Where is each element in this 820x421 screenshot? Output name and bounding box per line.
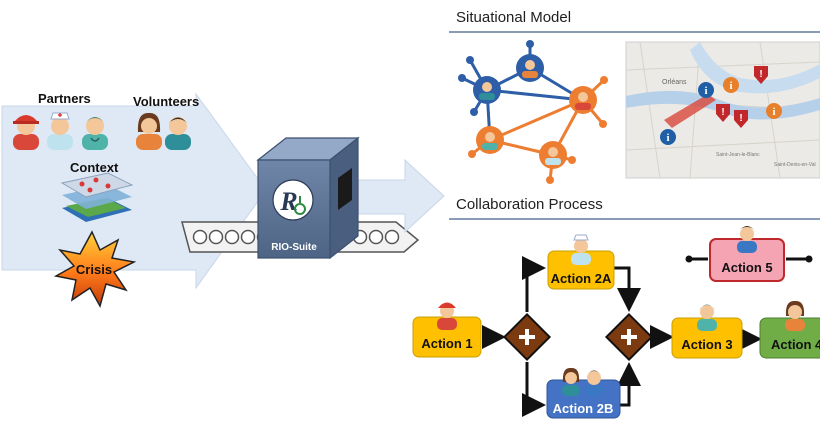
situational-model-title: Situational Model — [456, 9, 571, 26]
volunteer-man-avatar-icon — [737, 226, 757, 253]
svg-text:!: ! — [759, 69, 762, 80]
map-alert-marker-icon: ! — [716, 104, 730, 122]
parallel-split-gateway — [502, 312, 552, 362]
svg-text:!: ! — [739, 113, 742, 124]
action-2b-task: Action 2B — [546, 379, 621, 419]
action-2a-label: Action 2A — [551, 271, 612, 286]
crisis-explosion-icon — [53, 230, 137, 308]
action-1-task: Action 1 — [412, 316, 482, 358]
rio-suite-label: RIO-Suite — [271, 242, 317, 253]
svg-text:i: i — [704, 85, 707, 97]
action-3-label: Action 3 — [681, 337, 732, 352]
map-info-marker-icon: i — [723, 77, 739, 93]
action-4-label: Action 4 — [771, 337, 820, 352]
rio-logo-letter: R — [279, 187, 297, 216]
nurse-avatar-icon — [47, 112, 73, 150]
action-2b-label: Action 2B — [553, 401, 614, 416]
rio-suite-machine: R RIO-Suite — [256, 136, 360, 260]
action-2a-task: Action 2A — [547, 250, 615, 290]
firefighter-avatar-icon — [437, 302, 457, 330]
firefighter-avatar-icon — [13, 115, 39, 150]
action-5-label: Action 5 — [721, 260, 772, 275]
map-town-label-2: Saint-Denis-en-Val — [774, 162, 816, 168]
crisis-label: Crisis — [76, 262, 112, 277]
context-label: Context — [70, 160, 119, 175]
map-info-marker-icon: i — [766, 103, 782, 119]
paramedic-avatar-icon — [697, 304, 717, 331]
partners-label: Partners — [38, 91, 91, 106]
nurse-avatar-icon — [571, 234, 591, 265]
map-alert-marker-icon: ! — [734, 110, 748, 128]
map-town-label-1: Saint-Jean-le-Blanc — [716, 152, 760, 158]
svg-text:i: i — [666, 132, 669, 144]
volunteer-man-avatar-icon — [165, 117, 191, 150]
situational-network-graph — [458, 40, 608, 184]
map-info-marker-icon: i — [660, 129, 676, 145]
paramedic-avatar-icon — [82, 117, 108, 150]
volunteer-woman-avatar-icon — [785, 300, 805, 331]
svg-text:i: i — [772, 106, 775, 118]
action-1-label: Action 1 — [421, 336, 472, 351]
rio-logo-icon — [272, 179, 314, 221]
collaboration-process-title: Collaboration Process — [456, 196, 603, 213]
volunteers-label: Volunteers — [133, 94, 199, 109]
action5-end-dot — [805, 255, 813, 263]
action-4-task: Action 4 — [759, 317, 820, 359]
parallel-join-gateway — [604, 312, 654, 362]
action-5-task: Action 5 — [709, 238, 785, 282]
volunteer-man-avatar-icon — [585, 370, 603, 396]
action5-start-dot — [685, 255, 693, 263]
volunteer-woman-avatar-icon — [136, 112, 162, 150]
situation-map: Orléans Saint-Jean-le-Blanc Saint-Denis-… — [625, 41, 820, 179]
input-flow-arrow — [1, 92, 267, 290]
svg-text:!: ! — [721, 107, 724, 118]
map-alert-marker-icon: ! — [754, 66, 768, 84]
volunteer-woman-avatar-icon — [562, 367, 580, 396]
process-connectors — [482, 256, 808, 417]
map-info-marker-icon: i — [698, 82, 714, 98]
map-city-label: Orléans — [662, 79, 687, 86]
context-map-layers-icon — [60, 172, 134, 222]
svg-text:i: i — [729, 80, 732, 92]
action-3-task: Action 3 — [671, 317, 743, 359]
